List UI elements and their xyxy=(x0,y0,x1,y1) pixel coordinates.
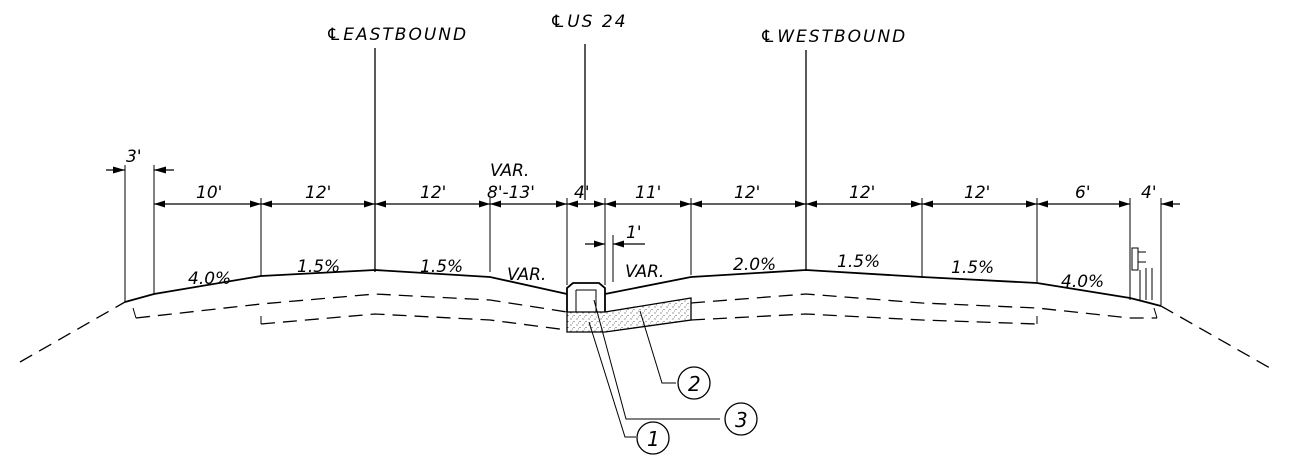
dimension-arrowhead xyxy=(1119,200,1130,208)
centerline-westbound-label: ℄WESTBOUND xyxy=(760,27,907,47)
dimension-arrowhead xyxy=(567,200,578,208)
dimension-arrowheads xyxy=(154,200,1130,208)
dimension-arrowhead xyxy=(154,200,165,208)
dimension-3ft-label: 3' xyxy=(126,147,142,167)
dimension-arrowhead xyxy=(795,200,806,208)
dimension-arrowhead xyxy=(479,200,490,208)
dimension-arrowhead xyxy=(261,200,272,208)
dimension-12ft-d-label: 12' xyxy=(849,183,875,203)
slope-label-5: VAR. xyxy=(625,262,664,282)
callout-1-circle xyxy=(636,421,670,455)
slope-label-3: 1.5% xyxy=(420,257,463,277)
slope-label-1: 4.0% xyxy=(188,269,231,289)
slope-label-8: 1.5% xyxy=(951,258,994,278)
dimension-12ft-e-label: 12' xyxy=(964,183,990,203)
dimension-arrowhead xyxy=(680,200,691,208)
dimension-arrowhead xyxy=(605,200,616,208)
median-barrier xyxy=(566,282,606,312)
slope-label-9: 4.0% xyxy=(1061,272,1104,292)
dimension-10ft-label: 10' xyxy=(196,183,222,203)
subgrade-end-ticks-4 xyxy=(1153,307,1158,319)
callout-2-leader xyxy=(639,310,676,384)
centerline-eastbound-label: ℄EASTBOUND xyxy=(326,25,468,45)
dimension-1ft xyxy=(585,240,645,248)
dimension-arrowhead xyxy=(594,200,605,208)
dimension-arrowhead xyxy=(556,200,567,208)
dimension-arrowhead xyxy=(911,200,922,208)
callout-3-label: 3 xyxy=(735,408,748,432)
dimension-arrowhead xyxy=(691,200,702,208)
dimension-var-label: VAR. xyxy=(490,161,529,181)
dimension-arrowhead xyxy=(1037,200,1048,208)
subgrade-line-upper-left xyxy=(135,293,568,319)
dimension-12ft-b-label: 12' xyxy=(420,183,446,203)
slope-label-6: 2.0% xyxy=(733,255,776,275)
dimension-4ft-a-label: 4' xyxy=(574,183,590,203)
dimension-1ft-label: 1' xyxy=(626,223,642,243)
callout-1-label: 1 xyxy=(647,427,660,451)
dimension-arrowhead xyxy=(490,200,501,208)
dimension-var-range-label: 8'-13' xyxy=(487,183,535,203)
dimension-arrowhead xyxy=(364,200,375,208)
callout-3-circle xyxy=(724,402,758,436)
dimension-12ft-a-label: 12' xyxy=(305,183,331,203)
concrete-base xyxy=(566,297,692,333)
subgrade-line-lower-right xyxy=(690,313,1038,325)
callout-2-label: 2 xyxy=(688,372,701,396)
callout-1-leader xyxy=(588,321,636,438)
dimension-arrowhead xyxy=(375,200,386,208)
embankment-slope-right xyxy=(1160,305,1271,369)
slope-label-4: VAR. xyxy=(507,265,546,285)
dimension-arrowhead xyxy=(922,200,933,208)
guardrail-icon xyxy=(1131,247,1153,300)
subgrade-line-upper-right xyxy=(690,293,1157,319)
slope-label-7: 1.5% xyxy=(837,252,880,272)
dimension-arrowhead xyxy=(250,200,261,208)
subgrade-end-ticks xyxy=(132,307,137,319)
dimension-3ft xyxy=(106,166,174,174)
dimension-11ft-label: 11' xyxy=(635,183,661,203)
centerline-us24-label: ℄US 24 xyxy=(550,12,628,32)
dimension-6ft-label: 6' xyxy=(1075,183,1091,203)
callout-2-circle xyxy=(677,366,711,400)
dimension-4ft-b-label: 4' xyxy=(1141,183,1157,203)
embankment-slope-left xyxy=(19,301,126,363)
pavement-surface-right xyxy=(604,269,1162,307)
subgrade-line-lower-left xyxy=(260,313,568,331)
dimension-12ft-c-label: 12' xyxy=(734,183,760,203)
dimension-4ft-right xyxy=(1161,200,1180,208)
dimension-arrowhead xyxy=(806,200,817,208)
dimension-arrowhead xyxy=(1026,200,1037,208)
extension-lines xyxy=(124,165,1162,305)
pavement-surface-left xyxy=(124,269,568,303)
median-barrier-inner xyxy=(576,289,597,312)
callout-3-leader xyxy=(593,299,720,420)
